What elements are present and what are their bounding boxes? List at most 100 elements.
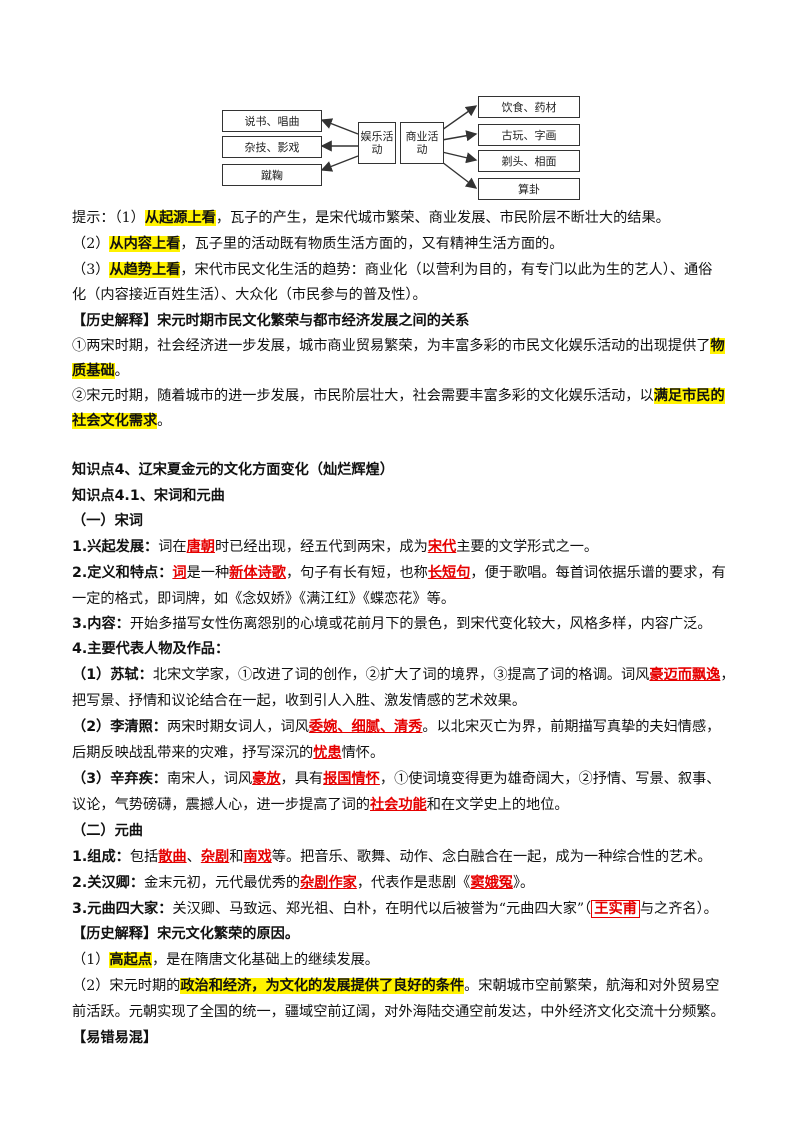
key-ci: 词 xyxy=(172,565,187,581)
explain-text: ②宋元时期，随着城市的进一步发展，市民阶层壮大，社会需要丰富多彩的文化娱乐活动，… xyxy=(72,388,654,404)
item-label: 1.组成： xyxy=(72,849,130,865)
section-yuanqu: （二）元曲 xyxy=(72,823,143,839)
explain1-line-2: 质基础。 xyxy=(72,359,732,384)
person-label: （3）辛弃疾： xyxy=(72,771,167,787)
highlight-trend: 从趋势上看 xyxy=(109,262,181,278)
explain1-title: 【历史解释】宋元时期市民文化繁荣与都市经济发展之间的关系 xyxy=(72,313,470,329)
key-zaju-writer: 杂剧作家 xyxy=(300,875,357,891)
item-text: 情怀。 xyxy=(341,745,385,761)
highlight-social-need: 社会文化需求 xyxy=(72,413,158,429)
key-worry: 忧患 xyxy=(313,745,342,761)
item-text: 金末元初，元代最优秀的 xyxy=(144,875,301,891)
yuanqu-line-3: 3.元曲四大家：关汉卿、马致远、郑光祖、白朴，在明代以后被誉为“元曲四大家”（王… xyxy=(72,897,732,922)
easy-mistake-title: 【易错易混】 xyxy=(72,1030,158,1046)
explain-text: 。宋朝城市空前繁荣，航海和对外贸易空 xyxy=(464,978,720,994)
yuanqu-line-1: 1.组成：包括散曲、杂剧和南戏等。把音乐、歌舞、动作、念白融合在一起，成为一种综… xyxy=(72,845,732,870)
diagram-box-acrobatics: 杂技、影戏 xyxy=(222,136,322,158)
item-text: 主要的文学形式之一。 xyxy=(456,539,599,555)
explain-text: （2）宋元时期的 xyxy=(72,978,181,994)
item-text: 南宋人，词风 xyxy=(167,771,253,787)
key-social-function: 社会功能 xyxy=(369,797,427,813)
key-tang: 唐朝 xyxy=(186,539,215,555)
item-text: 与之齐名）。 xyxy=(639,901,718,917)
diagram-box-antiques: 古玩、字画 xyxy=(478,124,580,146)
key-wangshifu: 王实甫 xyxy=(591,900,640,918)
item-label: 3.元曲四大家： xyxy=(72,901,173,917)
hint-line-3: （3）从趋势上看，宋代市民文化生活的趋势：商业化（以营利为目的，有专门以此为生的… xyxy=(72,258,732,283)
explain2-line-2: （2）宋元时期的政治和经济，为文化的发展提供了良好的条件。宋朝城市空前繁荣，航海… xyxy=(72,974,732,999)
item-text: 词在 xyxy=(158,539,187,555)
diagram-box-entertainment: 娱乐活动 xyxy=(358,122,396,164)
songci-line-2: 2.定义和特点：词是一种新体诗歌，句子有长有短，也称长短句，便于歌唱。每首词依据… xyxy=(72,561,732,586)
explain-text: ，是在隋唐文化基础上的继续发展。 xyxy=(151,952,379,968)
kp4-subtitle: 知识点4.1、宋词和元曲 xyxy=(72,488,225,504)
item-text: 、 xyxy=(186,849,201,865)
item-text: 后期反映战乱带来的灾难，抒写深沉的 xyxy=(72,745,314,761)
item-text: ，句子有长有短，也称 xyxy=(285,565,428,581)
explain2-line-1: （1）高起点，是在隋唐文化基础上的继续发展。 xyxy=(72,948,732,973)
kp4-title: 知识点4、辽宋夏金元的文化方面变化（灿烂辉煌） xyxy=(72,462,394,478)
item-text: 包括 xyxy=(129,849,159,865)
item-text: 》。 xyxy=(512,875,535,891)
hint-label: （2） xyxy=(72,236,110,252)
key-nanxi: 南戏 xyxy=(243,849,272,865)
explain-text: （1） xyxy=(72,952,110,968)
songci-line-4: 4.主要代表人物及作品： xyxy=(72,641,230,657)
item-text: 关汉卿、马致远、郑光祖、白朴，在明代以后被誉为“元曲四大家”（ xyxy=(172,901,592,917)
hint-text: ，瓦子的产生，是宋代城市繁荣、商业发展、市民阶层不断壮大的结果。 xyxy=(215,210,670,226)
diagram-box-cuju: 蹴鞠 xyxy=(222,164,322,186)
item-text: 和在文学史上的地位。 xyxy=(426,797,569,813)
explain2-line-3: 前活跃。元朝实现了全国的统一，疆域空前辽阔，对外海陆交通空前发达，中外经济文化交… xyxy=(72,1004,725,1020)
hint-text: ，宋代市民文化生活的趋势：商业化（以营利为目的，有专门以此为生的艺人）、通俗 xyxy=(180,262,713,278)
item-text: ，便于歌唱。每首词依据乐谱的要求，有 xyxy=(470,565,726,581)
highlight-material: 物 xyxy=(710,338,725,354)
liqingzhao-line-2: 后期反映战乱带来的灾难，抒写深沉的忧患情怀。 xyxy=(72,741,732,766)
item-text: 北宋文学家，①改进了词的创作，②扩大了词的境界，③提高了词的格调。词风 xyxy=(152,667,650,683)
hint-text: ，瓦子里的活动既有物质生活方面的，又有精神生活方面的。 xyxy=(180,236,564,252)
diagram-box-storytelling: 说书、唱曲 xyxy=(222,110,322,132)
item-label: 2.关汉卿： xyxy=(72,875,145,891)
sushi-line-1: （1）苏轼：北宋文学家，①改进了词的创作，②扩大了词的境界，③提高了词的格调。词… xyxy=(72,663,735,688)
highlight-high-start: 高起点 xyxy=(109,952,152,968)
diagram-box-fortune: 算卦 xyxy=(478,178,580,200)
diagram-arrows xyxy=(320,105,478,189)
key-bold: 豪放 xyxy=(252,771,281,787)
item-text: 。以北宋灭亡为界，前期描写真挚的夫妇情感， xyxy=(422,719,721,735)
item-text: 和 xyxy=(229,849,244,865)
diagram-box-commerce: 商业活动 xyxy=(400,122,444,164)
key-new-poetry: 新体诗歌 xyxy=(229,565,286,581)
highlight-satisfy: 满足市民的 xyxy=(653,388,725,404)
xinqiji-line-1: （3）辛弃疾：南宋人，词风豪放，具有报国情怀，①使词境变得更为雄奇阔大，②抒情、… xyxy=(72,767,732,792)
key-long-short: 长短句 xyxy=(427,565,471,581)
explain-text: 。 xyxy=(114,363,129,379)
songci-line-1: 1.兴起发展：词在唐朝时已经出现，经五代到两宋，成为宋代主要的文学形式之一。 xyxy=(72,535,732,560)
songci-line-2b: 一定的格式，即词牌，如《念奴娇》《满江红》《蝶恋花》等。 xyxy=(72,591,456,607)
explain1-line-4: 社会文化需求。 xyxy=(72,409,732,434)
highlight-politics-economy: 政治和经济，为文化的发展提供了良好的条件 xyxy=(180,978,465,994)
explain-text: ①两宋时期，社会经济进一步发展，城市商业贸易繁荣，为丰富多彩的市民文化娱乐活动的… xyxy=(72,338,711,354)
hint-line-2: （2）从内容上看，瓦子里的活动既有物质生活方面的，又有精神生活方面的。 xyxy=(72,232,732,257)
item-text: 是一种 xyxy=(186,565,230,581)
section-songci: （一）宋词 xyxy=(72,513,143,529)
item-label: 1.兴起发展： xyxy=(72,539,159,555)
key-sanqu: 散曲 xyxy=(158,849,187,865)
item-text: ， xyxy=(720,667,735,683)
item-label: 3.内容： xyxy=(72,616,130,632)
key-song: 宋代 xyxy=(427,539,457,555)
item-text: 两宋时期女词人，词风 xyxy=(167,719,309,735)
key-patriotism: 报国情怀 xyxy=(323,771,380,787)
diagram-box-food: 饮食、药材 xyxy=(478,96,580,118)
explain2-title: 【历史解释】宋元文化繁荣的原因。 xyxy=(72,926,300,942)
item-text: ，①使词境变得更为雄奇阔大，②抒情、写景、叙事、 xyxy=(379,771,721,787)
hint-label: （3） xyxy=(72,262,110,278)
item-text: 等。把音乐、歌舞、动作、念白融合在一起，成为一种综合性的艺术。 xyxy=(271,849,712,865)
sushi-line-2: 把写景、抒情和议论结合在一起，收到引人入胜、激发情感的艺术效果。 xyxy=(72,693,527,709)
key-li-style: 委婉、细腻、清秀 xyxy=(308,719,423,735)
person-label: （1）苏轼： xyxy=(72,667,153,683)
hint-line-4: 化（内容接近百姓生活）、大众化（市民参与的普及性）。 xyxy=(72,287,427,303)
activity-diagram: 说书、唱曲 杂技、影戏 蹴鞠 娱乐活动 商业活动 饮食、药材 古玩、字画 剃头、… xyxy=(220,92,580,204)
diagram-box-haircut: 剃头、相面 xyxy=(478,150,580,172)
explain-text: 。 xyxy=(157,413,172,429)
xinqiji-line-2: 议论，气势磅礴，震撼人心，进一步提高了词的社会功能和在文学史上的地位。 xyxy=(72,793,732,818)
liqingzhao-line-1: （2）李清照：两宋时期女词人，词风委婉、细腻、清秀。以北宋灭亡为界，前期描写真挚… xyxy=(72,715,732,740)
